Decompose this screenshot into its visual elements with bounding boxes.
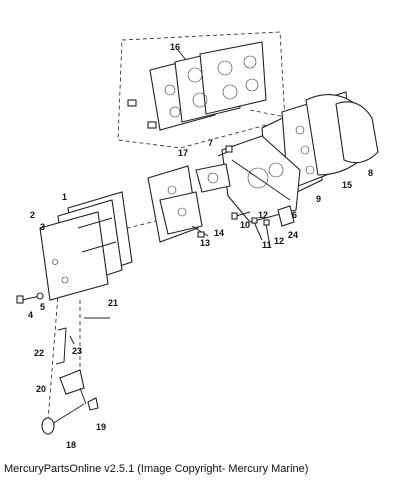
screws-group: [231, 205, 295, 247]
callout-labels: 16 7 17 6 9 15 8 1 2 3 14 13 10 12 11 12…: [28, 42, 373, 450]
callout-11: 11: [262, 240, 272, 250]
callout-7: 7: [208, 138, 213, 148]
callout-22: 22: [34, 348, 44, 358]
callout-5: 5: [40, 302, 45, 312]
linkage: [55, 327, 75, 365]
callout-10: 10: [240, 220, 250, 230]
callout-20: 20: [36, 384, 46, 394]
callout-15: 15: [342, 180, 352, 190]
callout-14: 14: [214, 228, 224, 238]
callout-2: 2: [30, 210, 35, 220]
callout-21: 21: [108, 298, 118, 308]
callout-8: 8: [368, 168, 373, 178]
callout-12a: 12: [258, 210, 268, 220]
bolt-and-washer: [16, 292, 44, 304]
callout-4: 4: [28, 310, 33, 320]
exploded-parts-diagram: 16 7 17 6 9 15 8 1 2 3 14 13 10 12 11 12…: [16, 31, 379, 450]
lever: [59, 369, 87, 405]
adapter-housing: [221, 135, 301, 223]
callout-3: 3: [40, 222, 45, 232]
choke-knob: [41, 397, 99, 435]
callout-12b: 12: [274, 236, 284, 246]
callout-18: 18: [66, 440, 76, 450]
callout-24: 24: [288, 230, 298, 240]
callout-19: 19: [96, 422, 106, 432]
image-caption: MercuryPartsOnline v2.5.1 (Image Copyrig…: [4, 463, 309, 475]
callout-9: 9: [316, 194, 321, 204]
callout-23: 23: [72, 346, 82, 356]
callout-17: 17: [178, 148, 188, 158]
reed-block-plates: [261, 91, 379, 207]
callout-6: 6: [292, 210, 297, 220]
callout-1: 1: [62, 192, 67, 202]
carburetor-body: [147, 165, 209, 243]
gasket-and-screw: [195, 145, 233, 193]
inset-reed-detail: [117, 31, 286, 149]
callout-16: 16: [170, 42, 180, 52]
air-box-cover: [39, 191, 133, 301]
callout-13: 13: [200, 238, 210, 248]
